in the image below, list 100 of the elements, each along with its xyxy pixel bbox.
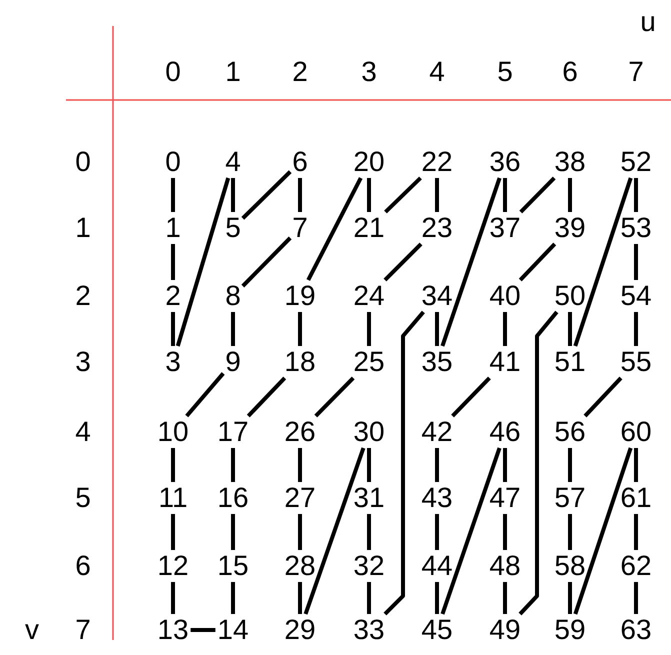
cell-number: 50 (554, 280, 586, 312)
scan-path-segment (503, 178, 507, 212)
row-number: 5 (75, 482, 91, 514)
scan-path-segment (367, 514, 371, 550)
cell-number: 4 (225, 146, 241, 178)
scan-path-segment (384, 176, 422, 214)
column-number: 0 (165, 56, 181, 88)
scan-path-segment (568, 312, 572, 346)
cell-number: 32 (353, 550, 385, 582)
scan-path-segment (367, 582, 371, 614)
cell-number: 53 (620, 212, 652, 244)
scan-path-segment (568, 448, 572, 482)
cell-number: 2 (165, 280, 181, 312)
scan-path-segment (503, 514, 507, 550)
scan-path-segment (435, 178, 439, 212)
scan-path-segment (231, 312, 235, 346)
scan-path-segment (384, 310, 425, 616)
cell-number: 56 (554, 416, 586, 448)
scan-path-segment (634, 448, 638, 482)
column-number: 3 (361, 56, 377, 88)
axis-label: v (25, 614, 39, 646)
cell-number: 8 (225, 280, 241, 312)
cell-number: 39 (554, 212, 586, 244)
scan-path-segment (314, 376, 355, 418)
cell-number: 44 (421, 550, 453, 582)
scan-path-segment (306, 177, 363, 281)
row-number: 4 (75, 416, 91, 448)
scan-path-segment (298, 312, 302, 346)
cell-number: 46 (489, 416, 521, 448)
column-number: 2 (292, 56, 308, 88)
cell-number: 62 (620, 550, 652, 582)
scan-path-segment (634, 514, 638, 550)
cell-number: 12 (157, 550, 189, 582)
cell-number: 7 (292, 212, 308, 244)
scan-path-segment (440, 177, 502, 347)
cell-number: 30 (353, 416, 385, 448)
scan-path-segment (231, 582, 235, 614)
scan-path-segment (231, 448, 235, 482)
scan-path-segment (568, 582, 572, 614)
scan-path-segment (440, 447, 502, 615)
cell-number: 43 (421, 482, 453, 514)
scan-path-segment (298, 178, 302, 212)
cell-number: 63 (620, 614, 652, 646)
cell-number: 49 (489, 614, 521, 646)
cell-number: 3 (165, 346, 181, 378)
cell-number: 34 (421, 280, 453, 312)
cell-number: 29 (284, 614, 316, 646)
scan-path-segment (304, 447, 366, 615)
axis-label: u (640, 6, 656, 38)
scan-path-segment (176, 177, 230, 347)
cell-number: 6 (292, 146, 308, 178)
cell-number: 45 (421, 614, 453, 646)
cell-number: 1 (165, 212, 181, 244)
scan-path-segment (634, 582, 638, 614)
cell-number: 35 (421, 346, 453, 378)
cell-number: 61 (620, 482, 652, 514)
cell-number: 21 (353, 212, 385, 244)
scan-path-segment (190, 628, 216, 632)
cell-number: 18 (284, 346, 316, 378)
scan-path-segment (435, 312, 439, 346)
cell-number: 36 (489, 146, 521, 178)
scan-path-segment (519, 176, 556, 214)
cell-number: 0 (165, 146, 181, 178)
scan-path-segment (298, 582, 302, 614)
row-number: 6 (75, 550, 91, 582)
row-number: 0 (75, 146, 91, 178)
cell-number: 27 (284, 482, 316, 514)
cell-number: 22 (421, 146, 453, 178)
scan-path-segment (231, 514, 235, 550)
cell-number: 13 (157, 614, 189, 646)
scan-path-segment (298, 448, 302, 482)
scan-path-segment (367, 312, 371, 346)
column-number: 1 (225, 56, 241, 88)
scan-path-segment (231, 178, 235, 212)
scan-path-segment (171, 312, 175, 346)
cell-number: 52 (620, 146, 652, 178)
cell-number: 41 (489, 346, 521, 378)
cell-number: 54 (620, 280, 652, 312)
scan-path-segment (518, 242, 556, 282)
cell-number: 17 (217, 416, 249, 448)
cell-number: 15 (217, 550, 249, 582)
cell-number: 59 (554, 614, 586, 646)
cell-number: 47 (489, 482, 521, 514)
scan-path-segment (573, 177, 633, 347)
cell-number: 9 (225, 346, 241, 378)
cell-number: 33 (353, 614, 385, 646)
cell-number: 40 (489, 280, 521, 312)
scan-path-segment (634, 178, 638, 212)
cell-number: 28 (284, 550, 316, 582)
cell-number: 60 (620, 416, 652, 448)
cell-number: 14 (217, 614, 249, 646)
scan-path-segment (367, 448, 371, 482)
row-number: 1 (75, 212, 91, 244)
row-number: 2 (75, 280, 91, 312)
cell-number: 51 (554, 346, 586, 378)
scan-path-segment (435, 582, 439, 614)
cell-number: 20 (353, 146, 385, 178)
cell-number: 38 (554, 146, 586, 178)
column-number: 4 (429, 56, 445, 88)
scan-path-segment (367, 178, 371, 212)
